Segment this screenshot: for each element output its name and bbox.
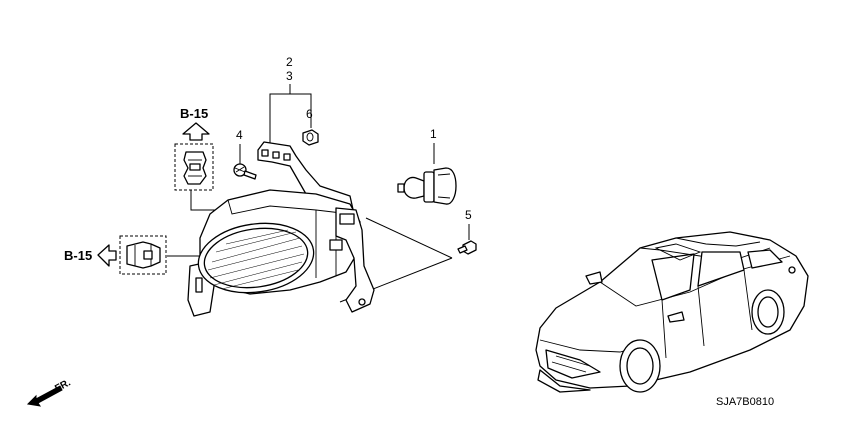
callout-4: 4 [236,128,243,142]
callout-6: 6 [306,107,313,121]
nut-6 [302,129,319,146]
clip-top [174,143,214,191]
bulb-1 [397,167,457,205]
vehicle-illustration [535,231,809,393]
reference-label-left: B-15 [64,248,92,263]
callout-1: 1 [430,127,437,141]
reference-top: B-15 [180,106,210,141]
fog-light-assembly [187,141,375,317]
front-direction-label: FR. [53,377,73,394]
callout-5: 5 [465,208,472,222]
lens-hatching [207,229,305,290]
front-arrow-icon [26,385,63,407]
front-direction-arrow: FR. [26,377,73,407]
screw-4 [233,163,257,180]
drawing-code: SJA7B0810 [716,396,774,408]
screw-5 [457,240,477,255]
up-arrow-icon [182,122,210,141]
reference-left: B-15 [64,244,117,267]
reference-label-top: B-15 [180,106,208,121]
left-arrow-icon [97,244,117,267]
clip-left [119,235,167,275]
callout-3: 3 [286,69,293,83]
callout-2: 2 [286,55,293,69]
